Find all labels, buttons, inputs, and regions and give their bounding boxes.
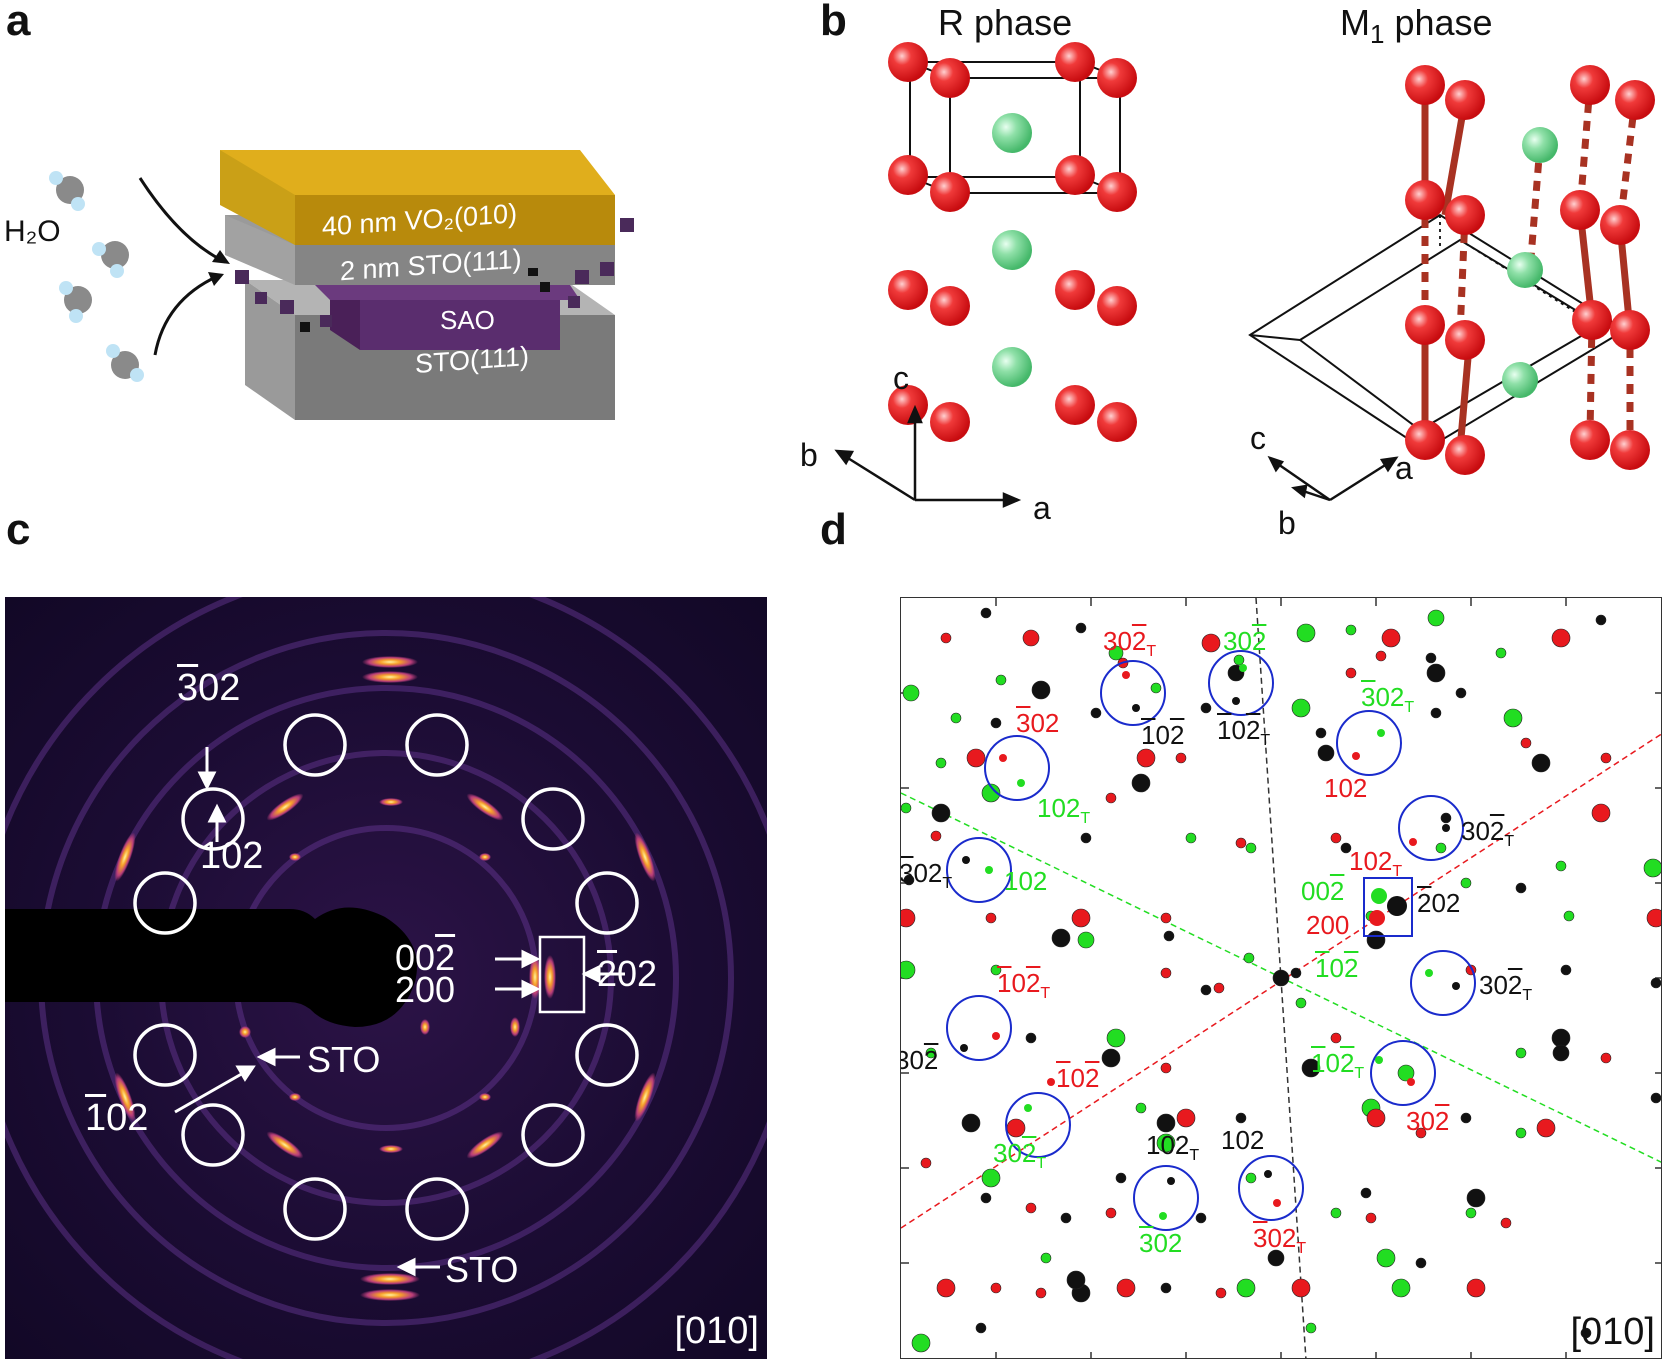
r-phase-axes bbox=[834, 404, 1022, 508]
r-phase-atoms bbox=[888, 42, 1137, 442]
layer-label-vo2: 40 nm VO₂(010) bbox=[322, 198, 518, 242]
label-102-top: 102 bbox=[200, 835, 264, 877]
r-axis-a: a bbox=[1033, 490, 1051, 526]
label-302bar: 330202 bbox=[177, 667, 241, 709]
layer-label-sto-sub: STO(111) bbox=[415, 341, 530, 379]
label-202bar: 202202 bbox=[597, 953, 658, 994]
m1-phase-title: M1 phase bbox=[1340, 2, 1493, 50]
highlight-box-d bbox=[1363, 877, 1413, 937]
label-002bar: 002002 bbox=[395, 937, 456, 978]
panel-letter-a: a bbox=[6, 0, 31, 45]
diffraction-pattern: 330202 102 002002 200 202202 STO 102102 … bbox=[5, 597, 767, 1359]
diffraction-spots bbox=[114, 656, 656, 1301]
water-molecules bbox=[49, 171, 144, 382]
water-label: H₂O bbox=[4, 215, 61, 248]
zone-axis-c: [010] bbox=[674, 1310, 759, 1352]
m1-suffix: phase bbox=[1384, 2, 1493, 43]
spot-circles bbox=[133, 713, 639, 1241]
m-axis-a: a bbox=[1395, 450, 1413, 486]
m1-letter: M bbox=[1340, 2, 1370, 43]
m1-atoms bbox=[1405, 65, 1655, 475]
r-phase-title: R phase bbox=[938, 2, 1073, 43]
m1-subscript: 1 bbox=[1370, 19, 1385, 50]
layer-label-sao: SAO bbox=[440, 305, 495, 335]
m-axis-c: c bbox=[1250, 420, 1266, 456]
m-axis-b: b bbox=[1278, 505, 1296, 541]
blue-circles bbox=[946, 650, 1476, 1231]
water-arrow-2 bbox=[153, 274, 219, 356]
label-sto-2: STO bbox=[445, 1249, 519, 1290]
layer-label-sto-thin: 2 nm STO(111) bbox=[340, 243, 522, 287]
m1-phase-axes bbox=[1267, 455, 1399, 502]
r-axis-c: c bbox=[893, 360, 909, 396]
label-sto-1: STO bbox=[307, 1039, 381, 1080]
panel-letter-b: b bbox=[820, 0, 847, 45]
circle-inner-dots bbox=[960, 664, 1460, 1220]
water-arrow-1 bbox=[138, 177, 226, 264]
panel-c-arrows bbox=[174, 747, 625, 1277]
label-200: 200 bbox=[395, 969, 456, 1010]
simulated-pattern-frame: 302T 302 302 102 102T 302T 102T 102 302T… bbox=[900, 597, 1662, 1359]
beam-stop bbox=[5, 907, 417, 1027]
zone-axis-d: [010] bbox=[1570, 1311, 1655, 1353]
m1-bonds bbox=[1421, 85, 1634, 451]
panel-letter-d: d bbox=[820, 505, 847, 554]
panel-letter-c: c bbox=[6, 505, 31, 554]
reflection-dots bbox=[901, 607, 1661, 1353]
r-axis-b: b bbox=[800, 437, 818, 473]
